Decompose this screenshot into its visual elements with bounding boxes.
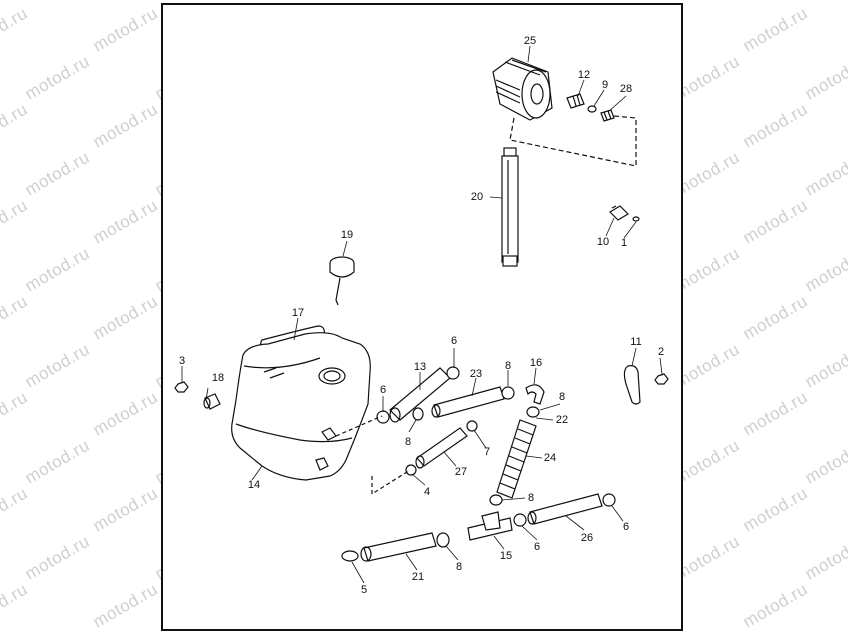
callout-label-6d: 6 — [623, 521, 629, 533]
callout-label-8d: 8 — [528, 492, 534, 504]
callout-label-8b: 8 — [559, 391, 565, 403]
callout-label-9: 9 — [602, 79, 608, 91]
callout-label-8e: 8 — [456, 561, 462, 573]
nut-part — [654, 373, 669, 385]
dashed-link-line — [509, 115, 637, 167]
callout-label-7: 7 — [484, 446, 490, 458]
o-ring-part — [587, 105, 597, 113]
callout-label-6a: 6 — [451, 335, 457, 347]
sensor-part — [609, 205, 640, 222]
callout-label-2: 2 — [658, 346, 664, 358]
dashed-link-line — [371, 469, 411, 496]
corrugated-hose-part — [496, 419, 537, 499]
hose-clamp-part — [341, 366, 616, 562]
hose-part — [527, 493, 603, 525]
callout-label-12: 12 — [578, 69, 590, 81]
callout-label-6b: 6 — [380, 384, 386, 396]
callout-label-4: 4 — [424, 486, 430, 498]
callout-label-8a: 8 — [505, 360, 511, 372]
callout-label-14: 14 — [248, 479, 260, 491]
callout-label-17: 17 — [292, 307, 304, 319]
dashed-link-line — [335, 415, 383, 437]
callout-label-20: 20 — [471, 191, 483, 203]
nipple-part — [600, 109, 615, 122]
oil-filter-part — [492, 57, 553, 121]
callout-label-13: 13 — [414, 361, 426, 373]
callout-label-3: 3 — [179, 355, 185, 367]
hose-part — [431, 386, 505, 418]
callout-label-5: 5 — [361, 584, 367, 596]
callout-label-15: 15 — [500, 550, 512, 562]
callout-label-1: 1 — [621, 237, 627, 249]
callout-label-10: 10 — [597, 236, 609, 248]
callout-label-16: 16 — [530, 357, 542, 369]
callout-label-25: 25 — [524, 35, 536, 47]
hose-part — [360, 532, 437, 562]
leader-lines — [181, 45, 663, 584]
callout-label-8c: 8 — [405, 436, 411, 448]
callout-label-28: 28 — [620, 83, 632, 95]
callout-label-18: 18 — [212, 372, 224, 384]
nut-part — [174, 381, 189, 393]
callout-label-19: 19 — [341, 229, 353, 241]
tee-fitting-part — [467, 511, 513, 541]
filler-cap-part — [329, 256, 355, 306]
fitting-part — [566, 93, 585, 109]
callout-label-27: 27 — [455, 466, 467, 478]
clip-part — [623, 365, 641, 405]
hose-part — [415, 427, 468, 469]
elbow-part — [525, 384, 545, 405]
callout-label-11: 11 — [630, 336, 641, 348]
callout-label-22: 22 — [556, 414, 568, 426]
callout-label-24: 24 — [544, 452, 556, 464]
callout-label-6c: 6 — [534, 541, 540, 553]
callout-label-21: 21 — [412, 571, 424, 583]
oil-tank-part — [231, 332, 371, 481]
callout-label-23: 23 — [470, 368, 482, 380]
bushing-part — [203, 393, 221, 410]
callout-label-26: 26 — [581, 532, 593, 544]
dipstick-tube-part — [501, 147, 519, 267]
